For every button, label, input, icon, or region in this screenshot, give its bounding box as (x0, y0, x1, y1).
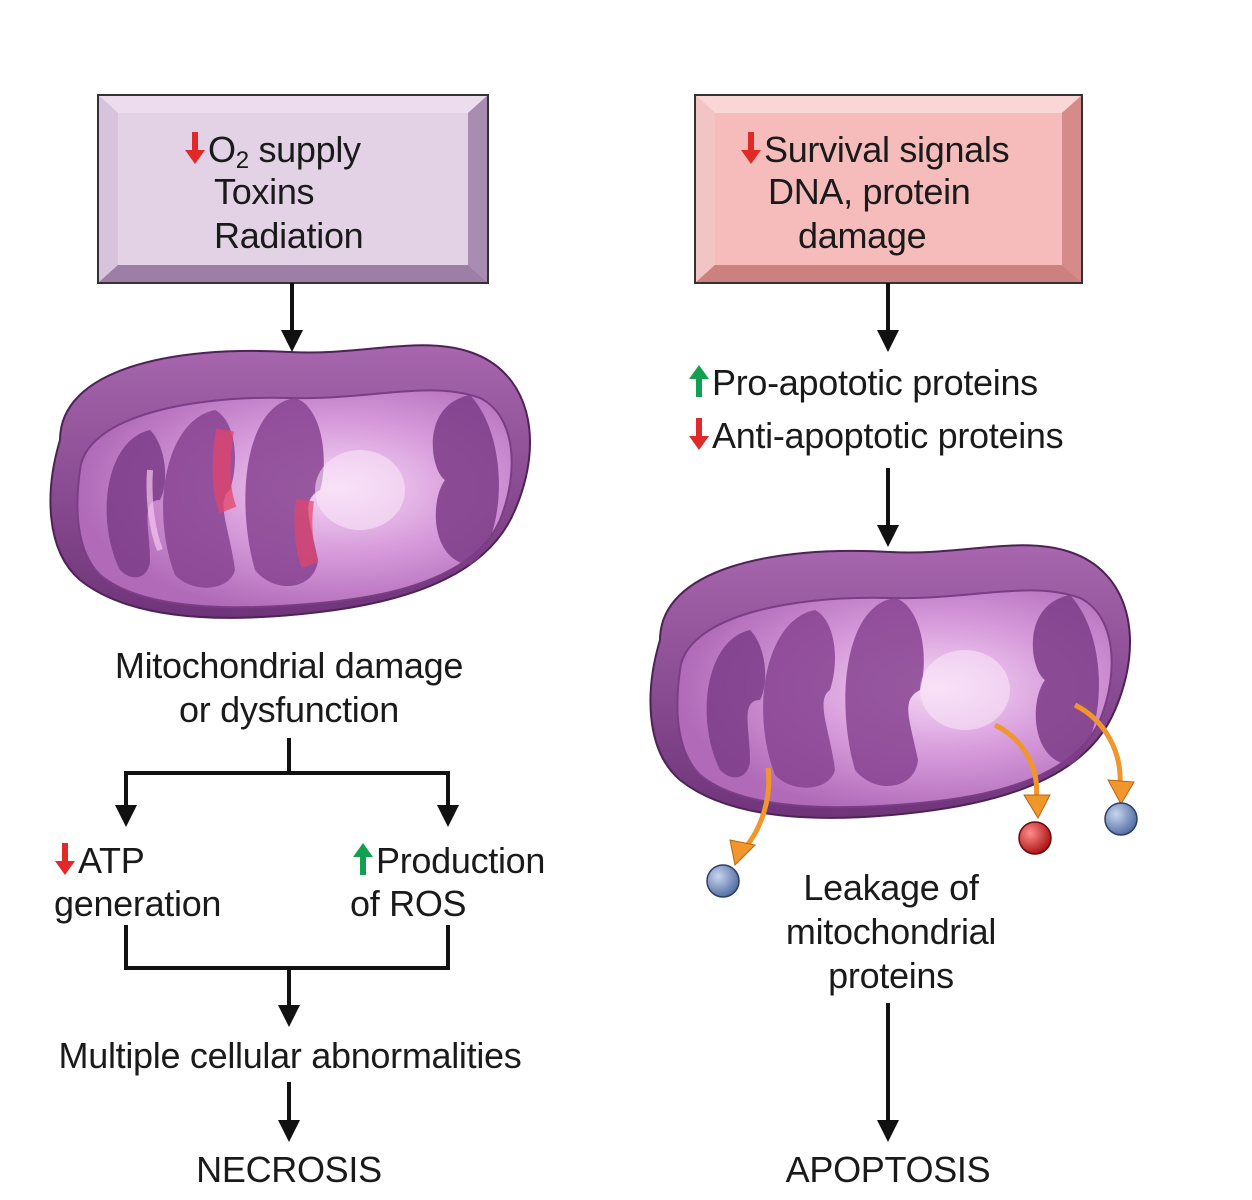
decrease-arrow-icon (55, 843, 75, 875)
atp-generation-label: generation (54, 883, 222, 924)
apoptosis-arrowheads (877, 330, 899, 1142)
of-ros-label: of ROS (350, 883, 467, 924)
o2-subscript: 2 (235, 147, 249, 174)
necrosis-stimuli-box (97, 94, 489, 284)
necrosis-flow-lines (124, 283, 450, 1125)
anti-apoptotic-label: Anti-apoptotic proteins (686, 414, 1064, 458)
decrease-arrow-icon (689, 418, 709, 450)
leaked-protein-red (1018, 821, 1052, 855)
decrease-arrow-icon (185, 132, 205, 164)
o2-prefix: O (208, 129, 236, 170)
pro-apoptotic-text: Pro-apototic proteins (712, 362, 1038, 403)
toxins-label: Toxins (214, 171, 315, 212)
increase-arrow-icon (353, 843, 373, 875)
mito-damage-label-line2: or dysfunction (179, 689, 399, 730)
leakage-label-line3: proteins (828, 955, 954, 996)
radiation-label: Radiation (214, 215, 364, 256)
o2-supply-label: O2 supply (182, 128, 361, 174)
leaked-protein-blue-right (1104, 802, 1138, 836)
leak-arrowheads (729, 779, 1135, 867)
ros-label: Production (350, 839, 545, 883)
survival-signals-label: Survival signals (738, 128, 1010, 172)
necrosis-mitochondrion (49, 344, 531, 619)
necrosis-outcome: NECROSIS (196, 1149, 382, 1190)
survival-signals-text: Survival signals (764, 129, 1010, 170)
apoptosis-stimuli-box (694, 94, 1083, 284)
production-text: Production (376, 840, 546, 881)
apoptosis-outcome: APOPTOSIS (785, 1149, 991, 1190)
pro-apoptotic-label: Pro-apototic proteins (686, 361, 1038, 405)
dna-protein-label: DNA, protein (768, 171, 971, 212)
atp-label: ATP (52, 839, 145, 883)
decrease-arrow-icon (741, 132, 761, 164)
leakage-label-line2: mitochondrial (785, 911, 997, 952)
leak-arrows (743, 702, 1123, 850)
leakage-label-line1: Leakage of (803, 867, 979, 908)
leaked-protein-blue-left (706, 864, 740, 898)
abnormalities-label: Multiple cellular abnormalities (58, 1035, 522, 1076)
necrosis-arrowheads (115, 330, 459, 1142)
o2-suffix: supply (248, 129, 361, 170)
atp-text: ATP (78, 840, 145, 881)
increase-arrow-icon (689, 365, 709, 397)
anti-apoptotic-text: Anti-apoptotic proteins (712, 415, 1064, 456)
damage-label: damage (798, 215, 927, 256)
mito-damage-label-line1: Mitochondrial damage (114, 645, 464, 686)
apoptosis-mitochondrion (649, 544, 1131, 819)
